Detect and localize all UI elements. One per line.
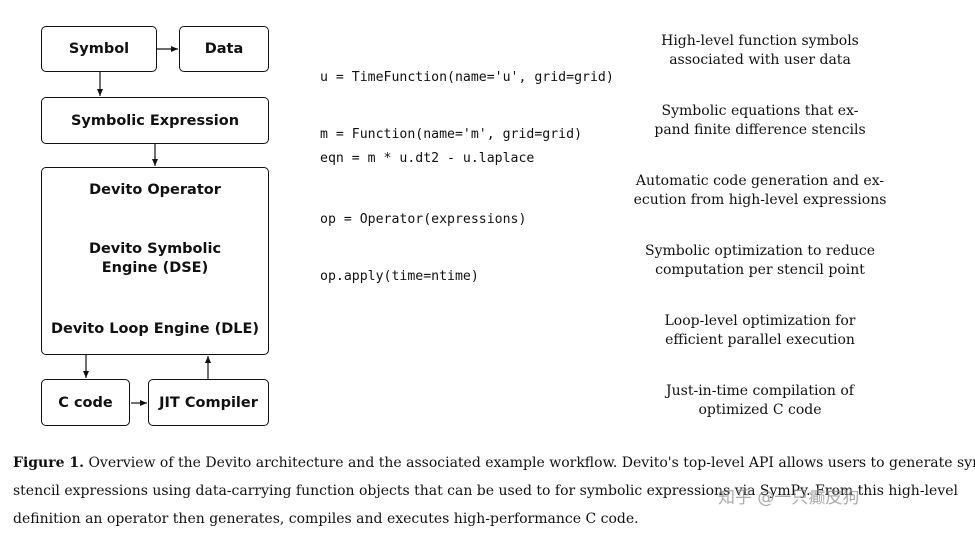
desc-line: Loop-level optimization for — [664, 313, 856, 329]
code-line: m = Function(name='m', grid=grid) — [320, 127, 583, 142]
code-operator: op = Operator(expressions) op.apply(time… — [320, 172, 526, 324]
node-symbolic-expression: Symbolic Expression — [41, 97, 269, 144]
caption-label: Figure 1. — [13, 455, 84, 471]
node-symbol: Symbol — [41, 26, 157, 72]
caption-line-2: stencil expressions using data-carrying … — [13, 483, 958, 499]
desc-line: efficient parallel execution — [665, 331, 855, 348]
desc-line: Automatic code generation and ex- — [635, 173, 885, 189]
code-line: op = Operator(expressions) — [320, 212, 527, 227]
caption-line-3: definition an operator then generates, c… — [13, 511, 639, 527]
code-functions: u = TimeFunction(name='u', grid=grid) m … — [320, 30, 614, 182]
desc-operator: Automatic code generation and ex- ecutio… — [630, 172, 890, 209]
node-jit-compiler: JIT Compiler — [148, 379, 269, 426]
caption-text-1: Overview of the Devito architecture and … — [88, 455, 975, 471]
node-devito-operator-label: Devito Operator — [89, 182, 221, 198]
desc-functions: High-level function symbols associated w… — [630, 32, 890, 69]
code-line: u = TimeFunction(name='u', grid=grid) — [320, 70, 614, 85]
node-dle-label: Devito Loop Engine (DLE) — [50, 321, 260, 337]
desc-line: pand finite difference stencils — [654, 121, 866, 138]
node-dse-label-line2: Engine (DSE) — [101, 260, 209, 276]
desc-line: associated with user data — [669, 51, 851, 68]
code-line: eqn = m * u.dt2 - u.laplace — [320, 151, 535, 166]
code-line: op.apply(time=ntime) — [320, 269, 479, 284]
node-jit-compiler-label: JIT Compiler — [159, 394, 258, 411]
watermark-text: 知乎 @一只癫皮狗 — [718, 488, 860, 508]
desc-line: High-level function symbols — [661, 33, 859, 49]
node-data: Data — [179, 26, 269, 72]
desc-line: Symbolic equations that ex- — [661, 103, 859, 119]
desc-jit: Just-in-time compilation of optimized C … — [630, 382, 890, 419]
node-symbol-label: Symbol — [68, 41, 130, 57]
desc-line: Symbolic optimization to reduce — [645, 243, 875, 259]
desc-line: Just-in-time compilation of — [666, 383, 854, 399]
node-symbolic-expression-label: Symbolic Expression — [70, 112, 240, 129]
code-equation: eqn = m * u.dt2 - u.laplace — [320, 111, 534, 206]
node-devito-operator-group: Devito Operator Devito Symbolic Engine (… — [41, 167, 269, 355]
desc-dle: Loop-level optimization for efficient pa… — [630, 312, 890, 349]
node-c-code: C code — [41, 379, 130, 426]
desc-equation: Symbolic equations that ex- pand finite … — [630, 102, 890, 139]
node-dse-label-line1: Devito Symbolic — [88, 241, 222, 257]
desc-line: ecution from high-level expressions — [633, 191, 887, 208]
node-data-label: Data — [204, 41, 244, 57]
caption-line-1: Figure 1. Overview of the Devito archite… — [13, 452, 975, 474]
desc-line: computation per stencil point — [655, 261, 865, 278]
node-c-code-label: C code — [58, 394, 113, 411]
desc-dse: Symbolic optimization to reduce computat… — [630, 242, 890, 279]
desc-line: optimized C code — [698, 401, 822, 418]
